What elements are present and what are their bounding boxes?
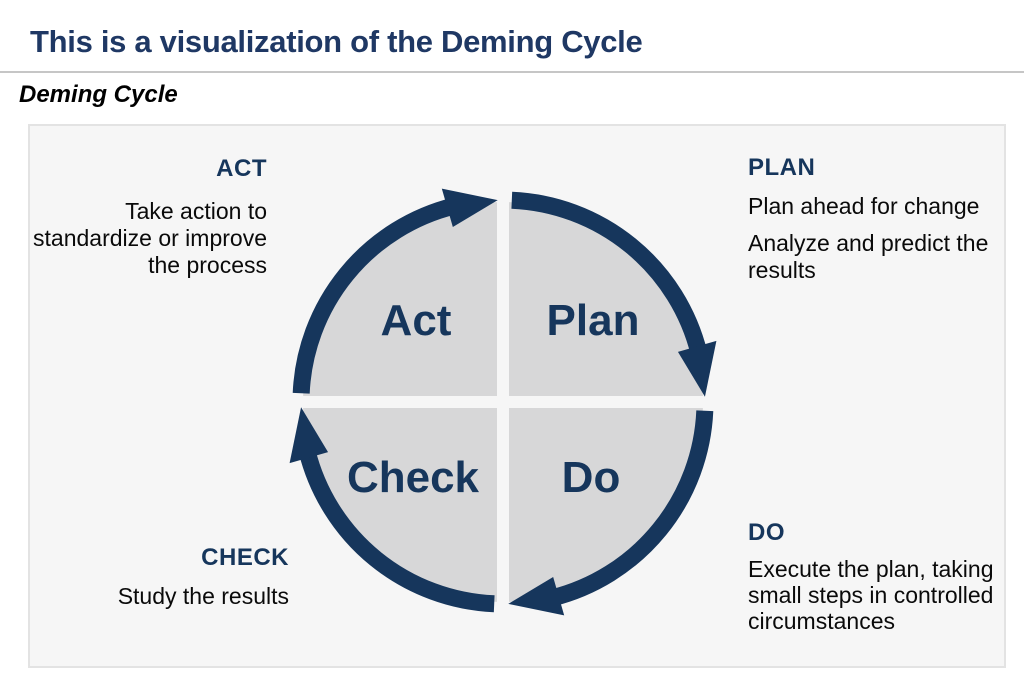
annotation-plan-line: results <box>748 257 816 283</box>
annotation-act: ACT Take action to standardize or improv… <box>33 155 267 279</box>
wheel-label-act: Act <box>380 296 452 345</box>
title-divider <box>0 71 1024 73</box>
cycle-segment-act <box>301 189 498 396</box>
annotation-act-line: standardize or improve <box>33 225 267 251</box>
annotation-plan-line: Analyze and predict the <box>748 230 989 256</box>
annotation-do-heading: DO <box>748 519 785 546</box>
cycle-arrow-arc <box>511 191 708 356</box>
annotation-check-line: Study the results <box>117 583 289 609</box>
deming-cycle-diagram <box>273 172 717 632</box>
cycle-segment-do <box>508 408 705 615</box>
annotation-do-line: circumstances <box>748 608 895 634</box>
annotation-plan-line: Plan ahead for change <box>748 193 980 219</box>
page-title: This is a visualization of the Deming Cy… <box>30 24 643 59</box>
wheel-label-do: Do <box>561 453 621 502</box>
annotation-act-heading: ACT <box>216 155 267 182</box>
annotation-check-heading: CHECK <box>201 544 289 571</box>
cycle-segment-check <box>290 407 497 604</box>
annotation-plan-heading: PLAN <box>748 154 816 181</box>
annotation-do-line: Execute the plan, taking <box>748 556 994 582</box>
annotation-plan: PLAN Plan ahead for change Analyze and p… <box>748 154 988 284</box>
wheel-label-plan: Plan <box>546 296 640 345</box>
section-title: Deming Cycle <box>19 81 178 108</box>
annotation-do-line: small steps in controlled <box>748 582 994 608</box>
annotation-act-line: Take action to <box>125 198 267 224</box>
annotation-act-line: the process <box>148 252 267 278</box>
quadrant-wedge <box>509 202 703 396</box>
cycle-segment-plan <box>509 191 717 397</box>
cycle-arrowhead-icon <box>677 340 717 397</box>
annotation-do: DO Execute the plan, taking small steps … <box>748 519 994 634</box>
annotation-check: CHECK Study the results <box>118 544 289 610</box>
wheel-label-check: Check <box>346 453 480 502</box>
